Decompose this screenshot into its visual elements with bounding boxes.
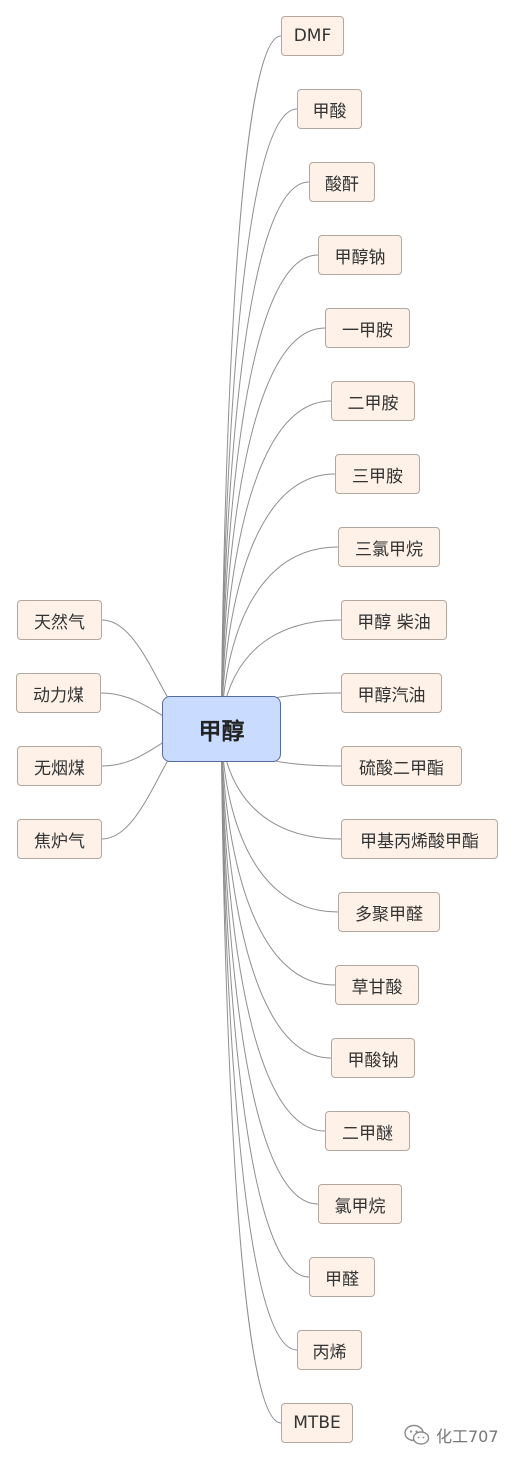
product-label: 三氯甲烷	[355, 539, 423, 560]
product-label: 硫酸二甲酯	[359, 758, 444, 779]
product-node[interactable]: 丙烯	[297, 1330, 362, 1370]
product-label: 甲醇汽油	[357, 685, 426, 706]
source-label: 焦炉气	[34, 831, 85, 852]
product-label: 甲醛	[325, 1269, 359, 1290]
product-connector	[221, 473, 336, 730]
watermark: 化工707	[404, 1422, 499, 1448]
product-connector	[221, 108, 298, 730]
product-node[interactable]: MTBE	[281, 1403, 353, 1443]
product-node[interactable]: 一甲胺	[325, 308, 410, 348]
product-connector	[221, 728, 336, 986]
source-node[interactable]: 无烟煤	[17, 746, 102, 786]
source-node[interactable]: 动力煤	[16, 673, 101, 713]
product-connector	[221, 728, 319, 1205]
product-label: DMF	[293, 26, 332, 46]
product-label: 二甲胺	[347, 393, 399, 414]
product-connector	[221, 728, 298, 1351]
product-label: 甲醇 柴油	[357, 612, 431, 633]
product-label: 三甲胺	[352, 466, 403, 487]
product-node[interactable]: DMF	[281, 16, 344, 56]
source-label: 天然气	[34, 612, 85, 633]
product-node[interactable]: 甲基丙烯酸甲酯	[341, 819, 498, 859]
product-connector	[221, 728, 326, 1132]
product-node[interactable]: 二甲醚	[325, 1111, 410, 1151]
product-node[interactable]: 甲酸钠	[331, 1038, 415, 1078]
product-label: MTBE	[293, 1413, 341, 1433]
wechat-icon	[404, 1424, 430, 1445]
product-node[interactable]: 氯甲烷	[318, 1184, 402, 1224]
product-label: 甲基丙烯酸甲酯	[360, 831, 479, 852]
product-node[interactable]: 甲醇钠	[318, 235, 402, 275]
product-label: 甲醇钠	[334, 247, 386, 268]
product-connector	[221, 728, 282, 1424]
product-node[interactable]: 二甲胺	[331, 381, 415, 421]
source-node[interactable]: 天然气	[17, 600, 102, 640]
product-connector	[221, 327, 326, 730]
product-node[interactable]: 三氯甲烷	[338, 527, 440, 567]
product-label: 一甲胺	[342, 320, 393, 341]
product-label: 甲酸	[312, 101, 347, 122]
product-node[interactable]: 甲醛	[309, 1257, 375, 1297]
product-label: 酸酐	[325, 174, 359, 195]
product-node[interactable]: 硫酸二甲酯	[341, 746, 462, 786]
product-node[interactable]: 酸酐	[309, 162, 375, 202]
source-label: 无烟煤	[34, 758, 85, 779]
product-node[interactable]: 甲醇汽油	[341, 673, 442, 713]
product-label: 草甘酸	[351, 977, 403, 998]
product-label: 甲酸钠	[347, 1050, 399, 1071]
product-node[interactable]: 甲酸	[297, 89, 362, 129]
central-topic-node[interactable]: 甲醇	[162, 696, 281, 762]
product-connector	[221, 728, 332, 1059]
product-label: 多聚甲醛	[355, 904, 423, 925]
product-node[interactable]: 甲醇 柴油	[341, 600, 447, 640]
central-topic-label: 甲醇	[198, 718, 245, 745]
product-label: 丙烯	[312, 1342, 347, 1363]
product-connector	[221, 254, 319, 730]
product-node[interactable]: 草甘酸	[335, 965, 419, 1005]
source-node[interactable]: 焦炉气	[17, 819, 102, 859]
watermark-text: 化工707	[436, 1427, 499, 1446]
product-node[interactable]: 三甲胺	[335, 454, 420, 494]
source-label: 动力煤	[33, 685, 84, 706]
product-label: 氯甲烷	[334, 1196, 386, 1217]
product-label: 二甲醚	[342, 1123, 393, 1144]
product-node[interactable]: 多聚甲醛	[338, 892, 440, 932]
product-connector	[221, 400, 332, 730]
